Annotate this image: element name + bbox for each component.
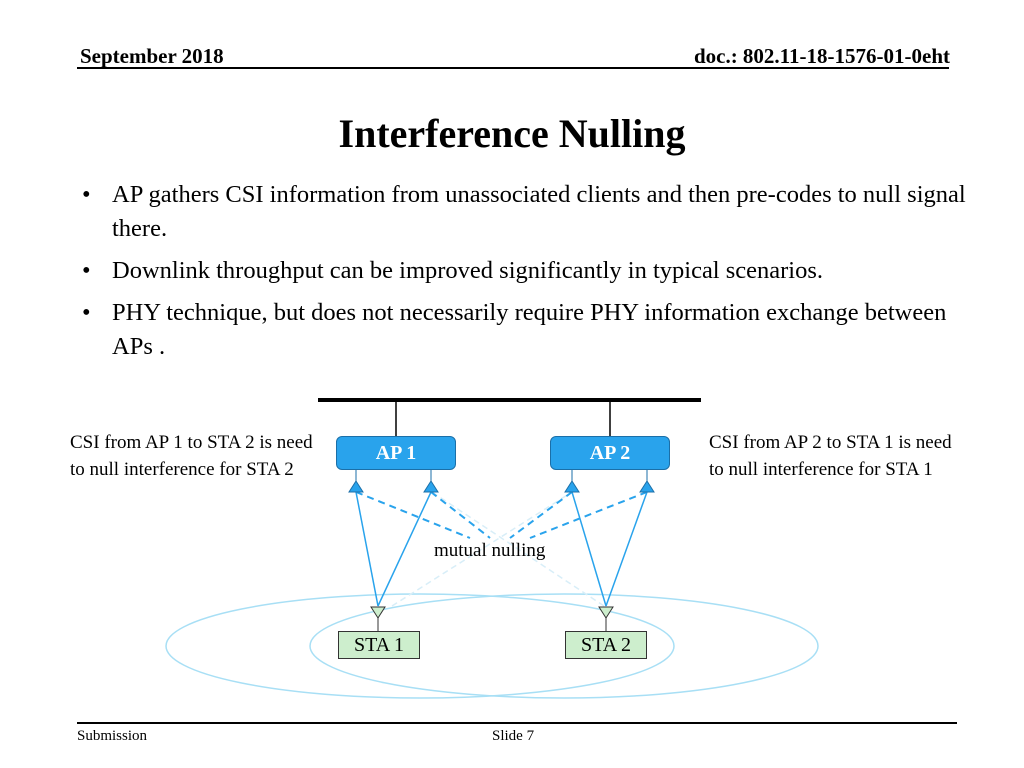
bullet-list: • AP gathers CSI information from unassoc… <box>76 178 966 372</box>
ap2-sta2-link <box>605 491 648 607</box>
header-doc-id: doc.: 802.11-18-1576-01-0eht <box>693 44 950 68</box>
antenna-icon <box>348 480 364 493</box>
ap1-sta1-link <box>355 491 379 607</box>
footer-divider <box>77 722 957 724</box>
bullet-item: • Downlink throughput can be improved sig… <box>76 254 966 288</box>
bullet-dot: • <box>82 299 91 326</box>
bullet-item: • PHY technique, but does not necessarily… <box>76 296 966 364</box>
sta2-coverage-ellipse <box>309 593 819 699</box>
ap2-box: AP 2 <box>550 436 670 470</box>
mutual-null-link <box>529 491 648 539</box>
sta1-coverage-ellipse <box>165 593 675 699</box>
mutual-null-link <box>430 491 491 539</box>
header-divider <box>77 67 949 69</box>
footer-slide-number: Slide 7 <box>492 728 535 744</box>
antenna-icon <box>370 606 386 619</box>
faint-null-link <box>431 491 605 607</box>
bullet-dot: • <box>82 181 91 208</box>
ap1-box: AP 1 <box>336 436 456 470</box>
ap1-sta1-link <box>377 491 432 607</box>
sta2-box: STA 2 <box>565 631 647 659</box>
antenna-icon <box>598 606 614 619</box>
slide-title: Interference Nulling <box>338 111 686 156</box>
antenna-icon <box>564 480 580 493</box>
note-left: CSI from AP 1 to STA 2 is need to null i… <box>70 432 313 480</box>
bullet-item: • AP gathers CSI information from unassoc… <box>76 178 966 246</box>
mutual-nulling-label: mutual nulling <box>434 540 546 561</box>
antenna-icon <box>639 480 655 493</box>
faint-null-link <box>391 491 573 607</box>
footer-submission: Submission <box>77 728 148 744</box>
header-date: September 2018 <box>80 44 224 68</box>
sta1-box: STA 1 <box>338 631 420 659</box>
bullet-dot: • <box>82 257 91 284</box>
ap2-sta2-link <box>571 491 607 607</box>
bullet-text: Downlink throughput can be improved sign… <box>112 257 824 284</box>
note-right: CSI from AP 2 to STA 1 is need to null i… <box>709 432 952 480</box>
bullet-text: PHY technique, but does not necessarily … <box>112 299 947 360</box>
mutual-null-link <box>355 491 471 539</box>
mutual-null-link <box>509 491 573 539</box>
antenna-icon <box>423 480 439 493</box>
bullet-text: AP gathers CSI information from unassoci… <box>112 181 966 242</box>
